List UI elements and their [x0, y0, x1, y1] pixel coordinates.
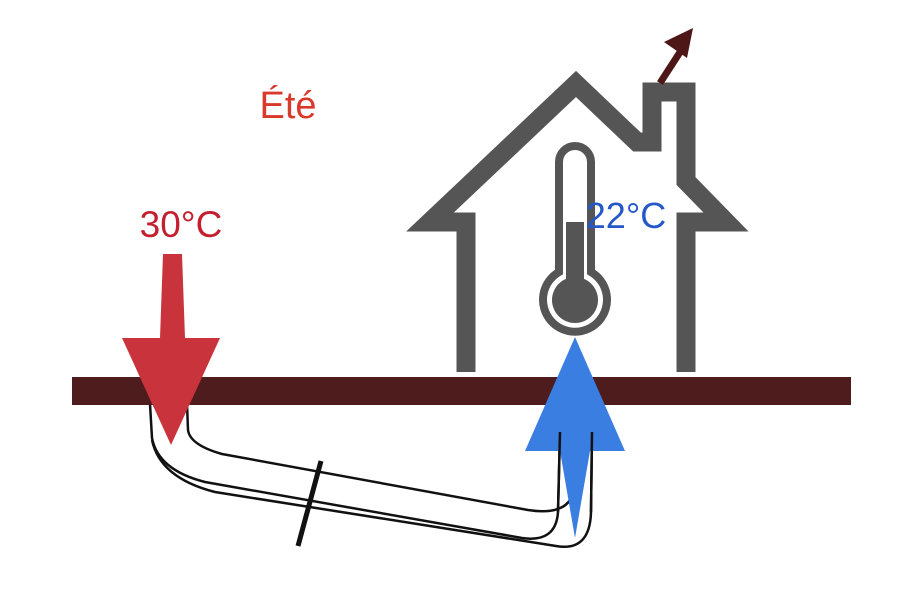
pipe-break-mark [295, 460, 324, 547]
house-icon [406, 70, 749, 372]
ground-surface [72, 377, 851, 405]
thermometer-icon [539, 142, 611, 336]
exhaust-arrow [657, 28, 693, 85]
outdoor-temperature-label: 30°C [140, 204, 223, 245]
house-roof-and-walls [406, 70, 749, 372]
pipe-riser [556, 431, 594, 513]
indoor-temperature-label: 22°C [586, 195, 666, 236]
cool-air-arrow [525, 337, 625, 538]
underground-pipe [148, 403, 594, 549]
season-label: Été [259, 84, 316, 127]
warm-air-arrow [122, 254, 220, 445]
